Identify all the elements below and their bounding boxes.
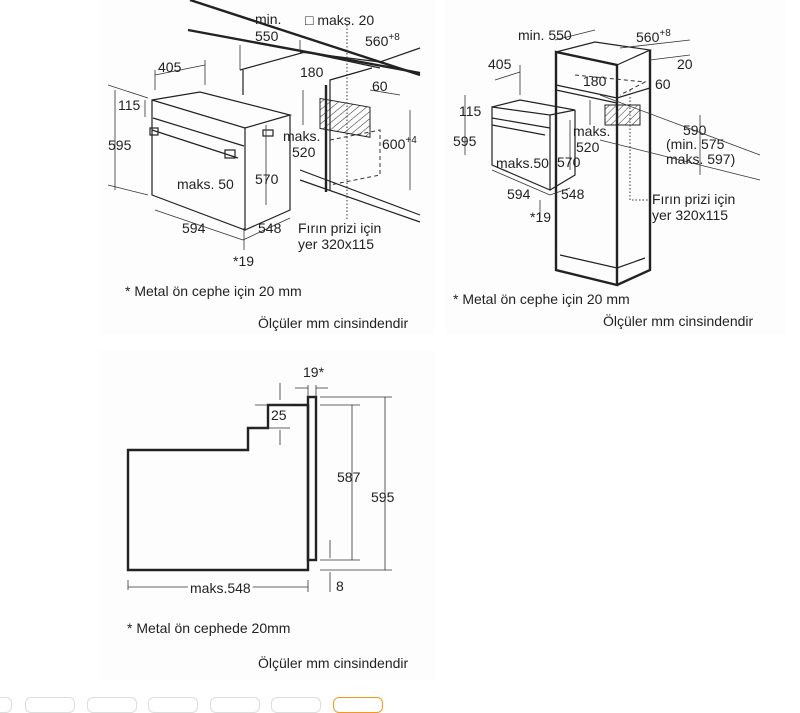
- label-560: 560+8: [636, 28, 671, 45]
- thumbnail-4[interactable]: [148, 697, 198, 713]
- diagram-under-counter: [100, 0, 435, 335]
- label-590-min: (min. 575: [666, 136, 725, 152]
- label-20: 20: [677, 56, 693, 72]
- label-min: min.: [255, 11, 281, 27]
- label-180: 180: [300, 64, 324, 80]
- label-socket-2: yer 320x115: [652, 207, 728, 223]
- label-548: 548: [561, 186, 585, 202]
- thumbnail-5[interactable]: [210, 697, 260, 713]
- label-405: 405: [158, 59, 182, 75]
- units-note: Ölçüler mm cinsindendir: [258, 654, 408, 671]
- thumbnail-6[interactable]: [271, 697, 321, 713]
- socket-area-2: [604, 104, 641, 126]
- label-595: 595: [108, 137, 132, 153]
- diagram3-labels: 19* 25 587 595 maks.548 8 * Metal ön cep…: [127, 364, 408, 671]
- label-595: 595: [453, 133, 477, 149]
- units-note: Ölçüler mm cinsindendir: [258, 314, 408, 331]
- label-570: 570: [557, 154, 581, 170]
- label-25: 25: [271, 407, 287, 423]
- label-maks-50: maks.50: [496, 155, 549, 171]
- thumbnail-1[interactable]: [0, 697, 12, 713]
- label-socket-2: yer 320x115: [298, 236, 374, 252]
- countertop: [187, 28, 421, 75]
- label-600: 600+4: [382, 135, 417, 152]
- label-520: 520: [576, 139, 600, 155]
- label-star-19: *19: [233, 253, 254, 269]
- note-metal-front: * Metal ön cephe için 20 mm: [453, 291, 630, 307]
- units-note: Ölçüler mm cinsindendir: [603, 312, 753, 329]
- label-405: 405: [488, 56, 512, 72]
- thumbnail-2[interactable]: [25, 697, 75, 713]
- label-180: 180: [583, 73, 607, 89]
- note-metal-front: * Metal ön cephede 20mm: [127, 620, 290, 636]
- label-maks-20: □ maks. 20: [305, 12, 374, 28]
- label-maks-50: maks. 50: [177, 176, 234, 192]
- diagram-side-profile: [100, 350, 435, 680]
- label-60: 60: [655, 76, 671, 92]
- label-socket-1: Fırın prizi için: [298, 220, 381, 236]
- label-115: 115: [118, 97, 141, 113]
- socket-area: [319, 97, 371, 138]
- countertop-line: [189, 0, 421, 77]
- label-maks-548: maks.548: [190, 580, 251, 596]
- note-metal-front: * Metal ön cephe için 20 mm: [125, 283, 302, 299]
- label-min-550: 550: [255, 28, 279, 44]
- label-587: 587: [337, 469, 361, 485]
- label-115: 115: [459, 103, 482, 119]
- label-19: 19*: [303, 364, 325, 380]
- front-panel: [306, 395, 318, 562]
- label-8: 8: [336, 578, 344, 594]
- label-min-550: min. 550: [518, 27, 572, 43]
- diagram1-labels: min. 550 □ maks. 20 560+8 405 115 595 18…: [108, 11, 417, 331]
- label-595: 595: [371, 489, 395, 505]
- label-star-19: *19: [530, 209, 551, 225]
- label-594: 594: [507, 186, 531, 202]
- label-maks: maks.: [573, 123, 610, 139]
- diagram-tall-cabinet: [445, 0, 785, 335]
- label-590: 590: [683, 122, 707, 138]
- label-socket-1: Fırın prizi için: [652, 191, 735, 207]
- diagram2-labels: min. 550 560+8 20 405 180 60 115 595 mak…: [453, 27, 753, 329]
- label-maks: maks.: [283, 128, 320, 144]
- thumbnail-7-active[interactable]: [333, 697, 383, 713]
- label-590-max: maks. 597): [666, 151, 735, 167]
- label-60: 60: [372, 78, 388, 94]
- thumbnail-3[interactable]: [87, 697, 137, 713]
- label-594: 594: [182, 220, 206, 236]
- label-560: 560+8: [365, 32, 400, 49]
- label-520: 520: [292, 144, 316, 160]
- label-570: 570: [255, 171, 279, 187]
- label-548: 548: [258, 220, 282, 236]
